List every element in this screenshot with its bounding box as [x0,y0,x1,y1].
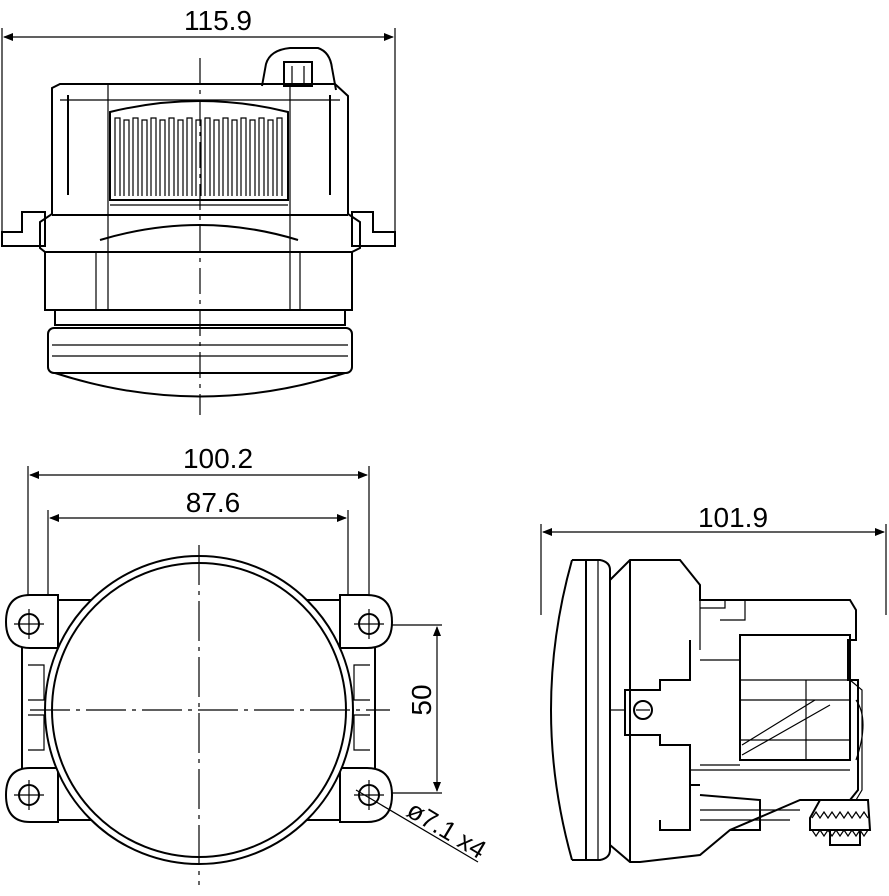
mounting-holes [14,609,384,810]
top-view: 115.9 [1,5,396,415]
connector [261,47,337,91]
dimension-label-side-depth: 101.9 [698,502,768,533]
heat-sink-fins [114,117,283,196]
front-view: 100.2 87.6 50 [4,443,492,885]
gear-connector [809,799,872,846]
dimension-label-front-outer: 100.2 [183,443,253,474]
hole-callout-label: ø7.1 x4 [402,794,492,864]
dimension-side-depth: 101.9 [540,502,887,615]
dimension-label-hole-spacing: 50 [406,684,437,715]
dimension-label-top-width: 115.9 [184,5,252,36]
dimension-top-width: 115.9 [1,5,396,245]
dimension-front-inner: 87.6 [47,487,349,600]
dimension-hole-spacing: 50 [372,624,442,794]
dimension-label-front-inner: 87.6 [186,487,241,518]
side-view: 101.9 [540,502,887,863]
dimension-front-outer: 100.2 [27,443,370,605]
mounting-ears [4,594,394,823]
